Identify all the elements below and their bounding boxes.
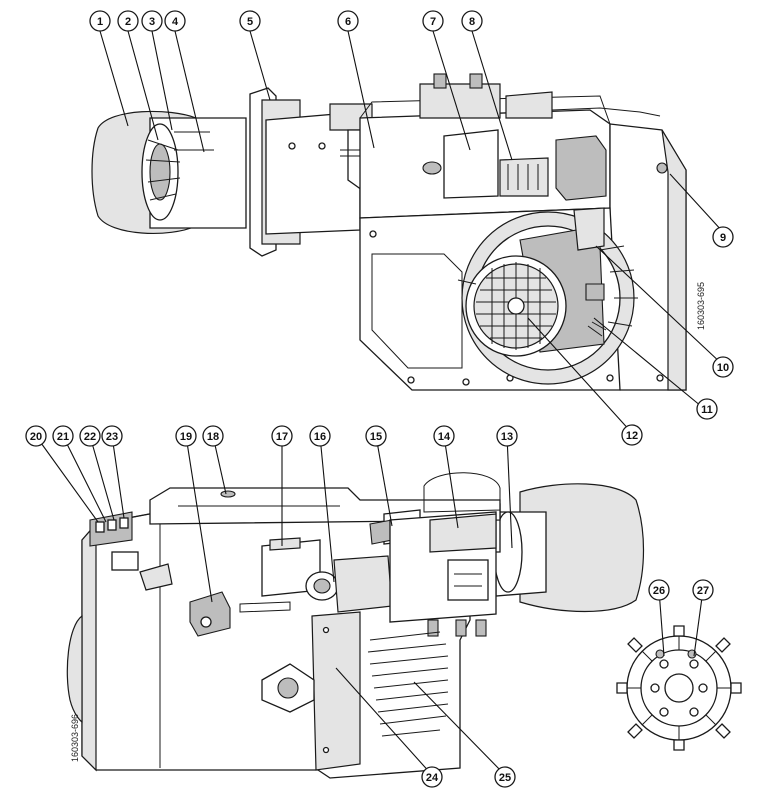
- callout-25: 25: [494, 766, 516, 788]
- callout-1: 1: [89, 10, 111, 32]
- callout-21: 21: [52, 425, 74, 447]
- callout-23: 23: [101, 425, 123, 447]
- callout-label: 26: [653, 585, 665, 597]
- bottom-burner-view: [66, 472, 645, 779]
- callout-label: 22: [84, 431, 96, 443]
- callout-label: 5: [247, 16, 253, 28]
- callout-label: 20: [30, 431, 42, 443]
- callout-label: 3: [149, 16, 155, 28]
- callout-26: 26: [648, 579, 670, 601]
- callout-label: 23: [106, 431, 118, 443]
- callout-label: 21: [57, 431, 69, 443]
- callout-label: 1: [97, 16, 103, 28]
- callout-label: 6: [345, 16, 351, 28]
- callout-label: 8: [469, 16, 475, 28]
- callout-5: 5: [239, 10, 261, 32]
- callout-15: 15: [365, 425, 387, 447]
- figure-code-bottom: 160303-696: [70, 714, 80, 762]
- callout-17: 17: [271, 425, 293, 447]
- callout-label: 10: [717, 362, 729, 374]
- callout-8: 8: [461, 10, 483, 32]
- callout-label: 19: [180, 431, 192, 443]
- callout-2: 2: [117, 10, 139, 32]
- callout-label: 17: [276, 431, 288, 443]
- callout-label: 12: [626, 430, 638, 442]
- leader-lines: [35, 30, 724, 776]
- callout-label: 18: [207, 431, 219, 443]
- callout-19: 19: [175, 425, 197, 447]
- callout-20: 20: [25, 425, 47, 447]
- callout-12: 12: [621, 424, 643, 446]
- callout-label: 4: [172, 16, 179, 28]
- callout-13: 13: [496, 425, 518, 447]
- callout-label: 27: [697, 585, 709, 597]
- callout-label: 24: [426, 772, 439, 784]
- callout-7: 7: [422, 10, 444, 32]
- callout-11: 11: [696, 398, 718, 420]
- combustion-head-inset: [616, 625, 742, 751]
- callout-label: 9: [720, 232, 726, 244]
- callout-label: 11: [701, 404, 713, 416]
- callout-22: 22: [79, 425, 101, 447]
- callout-27: 27: [692, 579, 714, 601]
- callout-4: 4: [164, 10, 186, 32]
- callout-16: 16: [309, 425, 331, 447]
- callout-label: 15: [370, 431, 382, 443]
- air-intake-grille: [367, 631, 449, 737]
- callout-18: 18: [202, 425, 224, 447]
- figure-code-top: 160303-695: [696, 282, 706, 330]
- callout-3: 3: [141, 10, 163, 32]
- callout-label: 14: [438, 431, 451, 443]
- callout-label: 7: [430, 16, 436, 28]
- callout-label: 2: [125, 16, 131, 28]
- callout-label: 25: [499, 772, 511, 784]
- callout-14: 14: [433, 425, 455, 447]
- callout-6: 6: [337, 10, 359, 32]
- callout-10: 10: [712, 356, 734, 378]
- callout-label: 13: [501, 431, 513, 443]
- callout-24: 24: [421, 766, 443, 788]
- top-burner-view: [91, 73, 687, 391]
- callout-label: 16: [314, 431, 326, 443]
- callout-9: 9: [712, 226, 734, 248]
